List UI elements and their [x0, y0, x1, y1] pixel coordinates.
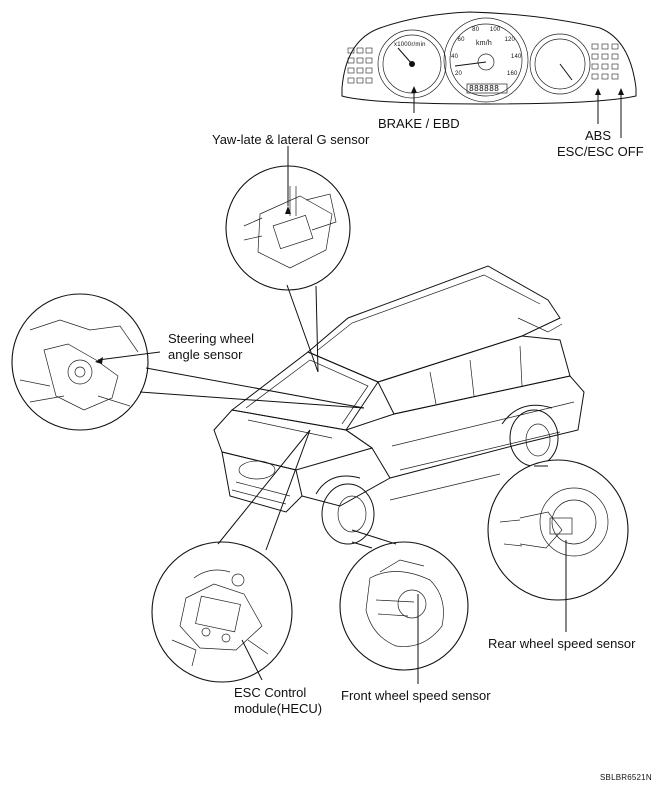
speed-unit-label: km/h: [476, 40, 492, 47]
warning-lamp-icon: [347, 77, 355, 84]
esc-off-label: ESC/ESC OFF: [557, 144, 644, 159]
detail-rear-wheel-sensor: [487, 459, 629, 632]
esc-module-label-line2: module(HECU): [234, 701, 323, 716]
instrument-cluster: [341, 11, 637, 105]
speed-tick-label: 20: [455, 71, 463, 77]
detail-esc-module: [151, 541, 293, 683]
warning-lamp-icon: [365, 77, 373, 84]
warning-lamp-icon: [347, 57, 355, 64]
front-wheel-sensor-label: Front wheel speed sensor: [341, 688, 491, 703]
warning-lamp-icon: [611, 53, 619, 60]
warning-lamp-icon: [601, 43, 609, 50]
rpm-unit-label: x1000r/min: [394, 42, 426, 48]
odometer-display: 888888: [469, 84, 500, 93]
warning-lamp-icon: [601, 63, 609, 70]
esc-module-label-line1: ESC Control: [234, 685, 307, 700]
speed-tick-label: 120: [504, 37, 516, 44]
speed-tick-label: 160: [506, 71, 518, 77]
vehicle-body: [213, 265, 585, 545]
warning-lamp-icon: [356, 77, 364, 84]
warning-lamp-icon: [365, 57, 373, 64]
abs-label: ABS: [585, 128, 612, 143]
warning-lamp-icon: [365, 47, 373, 54]
warning-lamp-icon: [601, 73, 609, 80]
yaw-sensor-label: Yaw-late & lateral G sensor: [212, 132, 370, 147]
steering-sensor-label-line2: angle sensor: [168, 347, 243, 362]
warning-lamp-icon: [365, 67, 373, 74]
warning-lamp-icon: [611, 73, 619, 80]
speed-tick-label: 40: [451, 53, 459, 60]
rear-wheel-sensor-label: Rear wheel speed sensor: [488, 636, 636, 651]
warning-lamp-icon: [356, 67, 364, 74]
brake-ebd-label: BRAKE / EBD: [378, 116, 460, 131]
warning-lamp-icon: [347, 67, 355, 74]
warning-lamp-icon: [591, 43, 599, 50]
detail-steering-sensor: [11, 293, 161, 431]
speed-tick-label: 100: [489, 27, 501, 34]
speed-tick-label: 80: [472, 27, 480, 34]
warning-lamp-icon: [611, 63, 619, 70]
warning-lamp-icon: [356, 47, 364, 54]
speed-tick-label: 140: [510, 53, 522, 60]
steering-sensor-label-line1: Steering wheel: [168, 331, 254, 346]
figure-code: SBLBR6521N: [600, 773, 652, 782]
detail-front-wheel-sensor: [339, 541, 469, 684]
warning-lamp-icon: [601, 53, 609, 60]
warning-lamp-icon: [356, 57, 364, 64]
warning-lamp-icon: [591, 53, 599, 60]
warning-lamp-icon: [611, 43, 619, 50]
warning-lamp-icon: [591, 73, 599, 80]
cluster-leaders: [411, 86, 624, 138]
warning-lamp-icon: [347, 47, 355, 54]
speed-tick-label: 60: [457, 37, 465, 44]
detail-yaw-sensor: [225, 165, 351, 291]
warning-lamp-icon: [591, 63, 599, 70]
